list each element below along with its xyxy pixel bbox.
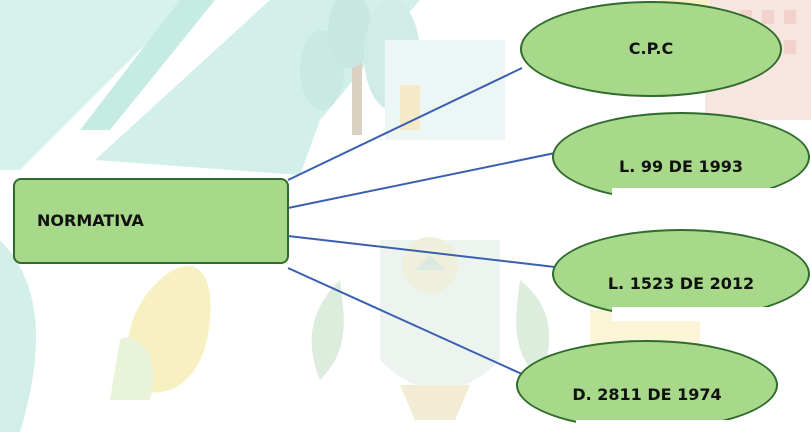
watermark-tree-2 — [328, 0, 372, 68]
connector-line-ley1523 — [287, 235, 556, 268]
node-ley-99-1993-label: L. 99 DE 1993 — [619, 157, 743, 176]
watermark-mountain-left — [0, 0, 190, 170]
node-decreto-2811-1974: D. 2811 DE 1974 — [516, 340, 778, 430]
node-cpc: C.P.C — [520, 1, 782, 97]
label-clip-mask — [612, 307, 782, 321]
connector-line-decreto2811 — [287, 267, 525, 376]
node-ley-99-1993: L. 99 DE 1993 — [552, 112, 810, 202]
watermark-stripe — [80, 0, 215, 130]
node-ley-1523-2012-label: L. 1523 DE 2012 — [607, 274, 755, 293]
watermark-leaves — [311, 280, 344, 380]
watermark-swoosh — [0, 240, 36, 432]
node-decreto-2811-1974-label: D. 2811 DE 1974 — [572, 385, 722, 404]
root-node-normativa: NORMATIVA — [13, 178, 289, 264]
node-ley-1523-2012: L. 1523 DE 2012 — [552, 229, 810, 319]
label-clip-mask — [576, 420, 746, 432]
label-clip-mask — [612, 188, 782, 204]
connector-line-ley99 — [287, 152, 556, 209]
connector-line-cpc — [287, 67, 523, 181]
watermark-tree-trunk — [352, 40, 362, 135]
node-cpc-label: C.P.C — [628, 39, 674, 58]
root-node-label: NORMATIVA — [37, 211, 144, 230]
